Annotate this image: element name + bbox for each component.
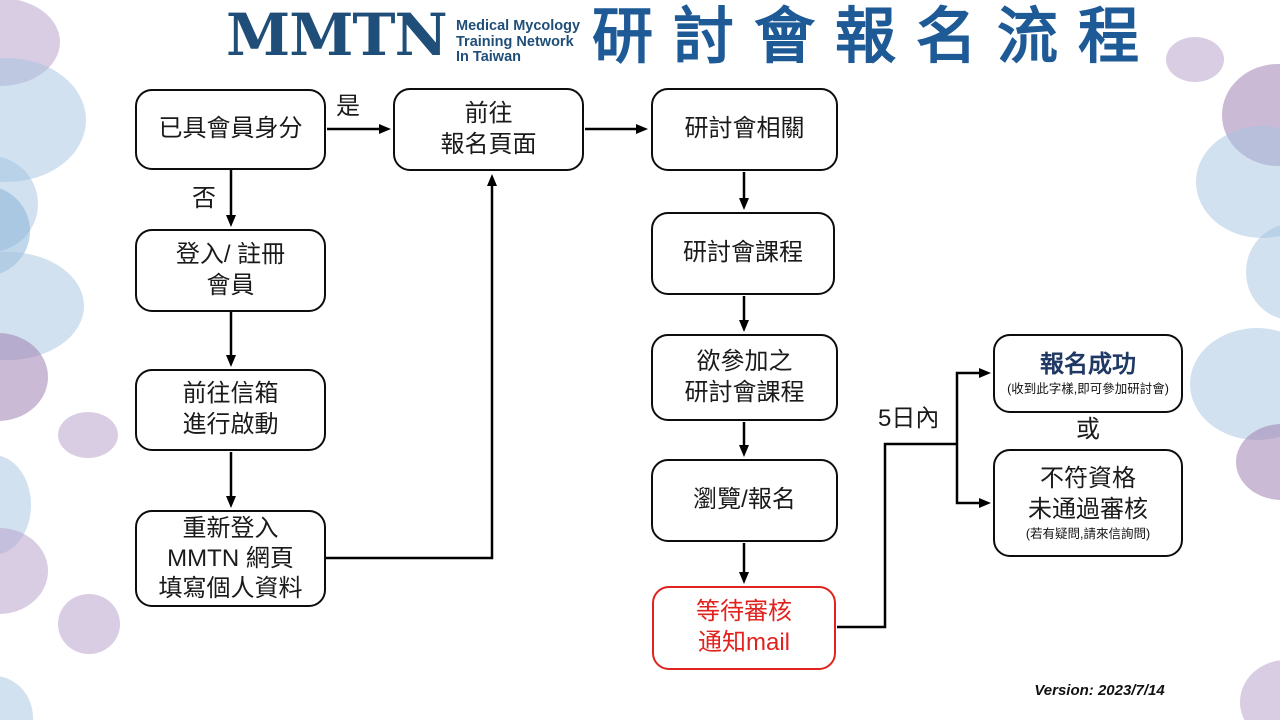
edge-label-within-5-days: 5日內 — [878, 405, 940, 432]
edge-label-no: 否 — [192, 185, 216, 212]
node-seminar-related: 研討會相關 — [651, 88, 838, 171]
success-title: 報名成功 — [1040, 350, 1136, 378]
rejected-title: 不符資格 未通過審核 — [1028, 464, 1148, 523]
version-label: Version: 2023/7/14 — [1034, 682, 1165, 699]
node-login-register: 登入/ 註冊 會員 — [135, 229, 326, 312]
decorative-circle — [58, 412, 118, 458]
node-goto-registration-page: 前往 報名頁面 — [393, 88, 584, 171]
edge-label-or: 或 — [1076, 416, 1100, 443]
decorative-circle — [1166, 37, 1224, 82]
edge-label-yes: 是 — [336, 93, 360, 120]
node-not-qualified: 不符資格 未通過審核 (若有疑問,請來信詢問) — [993, 449, 1183, 557]
mmtn-logo: MMTN — [226, 1, 448, 69]
mmtn-logo-tagline: Medical Mycology Training Network In Tai… — [456, 18, 581, 66]
node-browse-register: 瀏覽/報名 — [651, 459, 838, 542]
node-mailbox-activate: 前往信箱 進行啟動 — [135, 369, 326, 451]
node-seminar-course: 研討會課程 — [651, 212, 835, 295]
node-has-membership: 已具會員身分 — [135, 89, 326, 170]
page-title: 研討會報名流程 — [592, 2, 1160, 70]
node-relogin-fill-profile: 重新登入 MMTN 網頁 填寫個人資料 — [135, 510, 326, 607]
node-registration-success: 報名成功 (收到此字樣,即可參加研討會) — [993, 334, 1183, 413]
node-wait-review-mail: 等待審核 通知mail — [652, 586, 836, 670]
node-course-to-join: 欲參加之 研討會課程 — [651, 334, 838, 421]
success-note: (收到此字樣,即可參加研討會) — [1007, 382, 1169, 397]
rejected-note: (若有疑問,請來信詢問) — [1025, 527, 1151, 542]
decorative-circle — [58, 594, 120, 654]
